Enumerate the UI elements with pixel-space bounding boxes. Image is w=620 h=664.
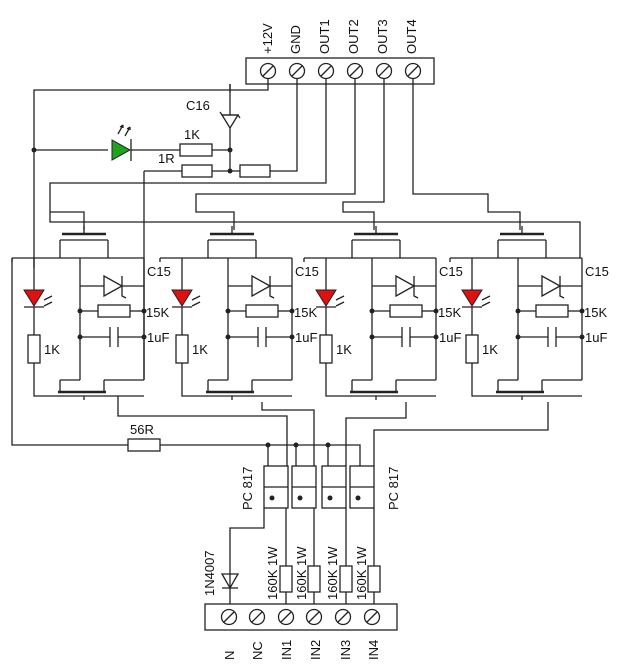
channel-led-resistor-label: 1K bbox=[192, 342, 208, 357]
channel-resistor-label: 15K bbox=[294, 305, 317, 320]
channel-gate-resistor bbox=[245, 304, 279, 318]
series-resistor-label: 1R bbox=[158, 151, 175, 166]
top-terminal-label-2: GND bbox=[288, 25, 303, 54]
top-terminal-screw-icon bbox=[317, 62, 335, 80]
bottom-terminal-screw-icon bbox=[305, 608, 323, 626]
channel-gate-resistor bbox=[97, 304, 131, 318]
channel-resistor-label: 15K bbox=[438, 305, 461, 320]
channel-led-resistor bbox=[319, 334, 333, 364]
power-led-resistor-label: 1K bbox=[184, 127, 200, 142]
channel-capacitor-label: C15 bbox=[439, 264, 463, 279]
bottom-terminal-screw-icon bbox=[248, 608, 266, 626]
top-terminal-screw-icon bbox=[288, 62, 306, 80]
input-resistor-label-1: 160K 1W bbox=[265, 546, 280, 600]
top-terminal-block: +12V GND OUT1 OUT2 OUT3 OUT4 bbox=[245, 19, 435, 85]
channel-led-resistor-label: 1K bbox=[482, 342, 498, 357]
bottom-terminal-screw-icon bbox=[277, 608, 295, 626]
optocoupler-2 bbox=[291, 465, 317, 509]
optocoupler-label-right: PC 817 bbox=[386, 467, 401, 510]
common-resistor-label: 56R bbox=[130, 422, 154, 437]
top-terminal-label-3: OUT1 bbox=[317, 19, 332, 54]
input-resistor-1 bbox=[279, 565, 293, 593]
channel-led-icon bbox=[461, 289, 491, 308]
driver-channel-3: 1K C15 15K 1uF bbox=[303, 226, 463, 400]
top-terminal-screw-icon bbox=[259, 62, 277, 80]
diode-1n4007-icon bbox=[220, 573, 240, 590]
channel-cap-value-label: 1uF bbox=[147, 330, 169, 345]
channel-zener-icon bbox=[372, 274, 436, 299]
channel-resistor-label: 15K bbox=[584, 305, 607, 320]
output-wires bbox=[49, 78, 581, 258]
common-rail: 56R bbox=[11, 258, 549, 466]
channel-cap-value-label: 1uF bbox=[295, 330, 317, 345]
bottom-terminal-label-1: N bbox=[222, 651, 237, 660]
bottom-terminal-screw-icon bbox=[363, 608, 381, 626]
driver-channel-2: 1K C15 15K 1uF bbox=[159, 226, 319, 400]
input-resistor-4 bbox=[367, 565, 381, 593]
input-resistor-label-3: 160K 1W bbox=[325, 546, 340, 600]
channel-capacitor-label: C15 bbox=[295, 264, 319, 279]
channel-zener-icon bbox=[228, 274, 292, 299]
power-led-resistor bbox=[179, 143, 213, 157]
channel-led-resistor-label: 1K bbox=[44, 342, 60, 357]
channel-led-resistor bbox=[465, 334, 479, 364]
driver-channels: 1K C15 15K 1uF 1K C15 15K 1uF 1K C15 15K 1uF 1K C15 15… bbox=[11, 226, 609, 400]
channel-gate-resistor bbox=[389, 304, 423, 318]
driver-channel-4: 1K C15 15K 1uF bbox=[449, 226, 609, 400]
channel-led-resistor bbox=[27, 334, 41, 364]
bottom-terminal-label-5: IN3 bbox=[338, 640, 353, 660]
input-resistor-2 bbox=[307, 565, 321, 593]
channel-resistor-label: 15K bbox=[146, 305, 169, 320]
channel-cap-value-label: 1uF bbox=[585, 330, 607, 345]
channel-led-resistor-label: 1K bbox=[336, 342, 352, 357]
common-resistor bbox=[127, 438, 161, 452]
input-resistor-label-4: 160K 1W bbox=[354, 546, 369, 600]
diode-label: 1N4007 bbox=[202, 550, 217, 596]
top-terminal-label-1: +12V bbox=[260, 23, 275, 54]
channel-capacitor-label: C15 bbox=[585, 264, 609, 279]
top-terminal-label-5: OUT3 bbox=[375, 19, 390, 54]
optocoupler-4 bbox=[349, 465, 375, 509]
top-terminal-label-6: OUT4 bbox=[404, 19, 419, 54]
channel-zener-icon bbox=[518, 274, 582, 299]
channel-cap-value-label: 1uF bbox=[439, 330, 461, 345]
channel-capacitor-label: C15 bbox=[147, 264, 171, 279]
input-resistor-label-2: 160K 1W bbox=[294, 546, 309, 600]
optocoupler-array bbox=[263, 465, 375, 509]
bottom-terminal-label-2: NC bbox=[250, 641, 265, 660]
bottom-terminal-block: N NC IN1 IN2 IN3 IN4 bbox=[204, 603, 398, 660]
channel-led-resistor bbox=[175, 334, 189, 364]
top-terminal-screw-icon bbox=[375, 62, 393, 80]
channel-zener-icon bbox=[80, 274, 144, 299]
gnd-resistor bbox=[239, 164, 271, 178]
channel-led-icon bbox=[23, 289, 53, 308]
channel-led-icon bbox=[171, 289, 201, 308]
channel-gate-resistor bbox=[535, 304, 569, 318]
power-led-icon bbox=[111, 124, 132, 161]
optocoupler-1 bbox=[263, 465, 289, 509]
optocoupler-3 bbox=[321, 465, 347, 509]
top-terminal-body bbox=[245, 57, 435, 85]
bottom-terminal-label-6: IN4 bbox=[366, 640, 381, 660]
channel-led-icon bbox=[315, 289, 345, 308]
top-terminal-label-4: OUT2 bbox=[346, 19, 361, 54]
bottom-terminal-label-4: IN2 bbox=[308, 640, 323, 660]
input-resistor-3 bbox=[339, 565, 353, 593]
bottom-terminal-screw-icon bbox=[334, 608, 352, 626]
top-terminal-screw-icon bbox=[346, 62, 364, 80]
driver-channel-1: 1K C15 15K 1uF bbox=[11, 226, 171, 400]
series-resistor bbox=[181, 164, 213, 178]
c16-label: C16 bbox=[186, 98, 210, 113]
top-terminal-screw-icon bbox=[404, 62, 422, 80]
c16-zener-icon bbox=[219, 111, 241, 130]
bottom-terminal-screw-icon bbox=[220, 608, 238, 626]
optocoupler-label-left: PC 817 bbox=[240, 467, 255, 510]
bottom-terminal-label-3: IN1 bbox=[279, 640, 294, 660]
input-section: 1N4007 160K 1W 160K 1W 160K 1W 160K 1W bbox=[202, 508, 381, 608]
